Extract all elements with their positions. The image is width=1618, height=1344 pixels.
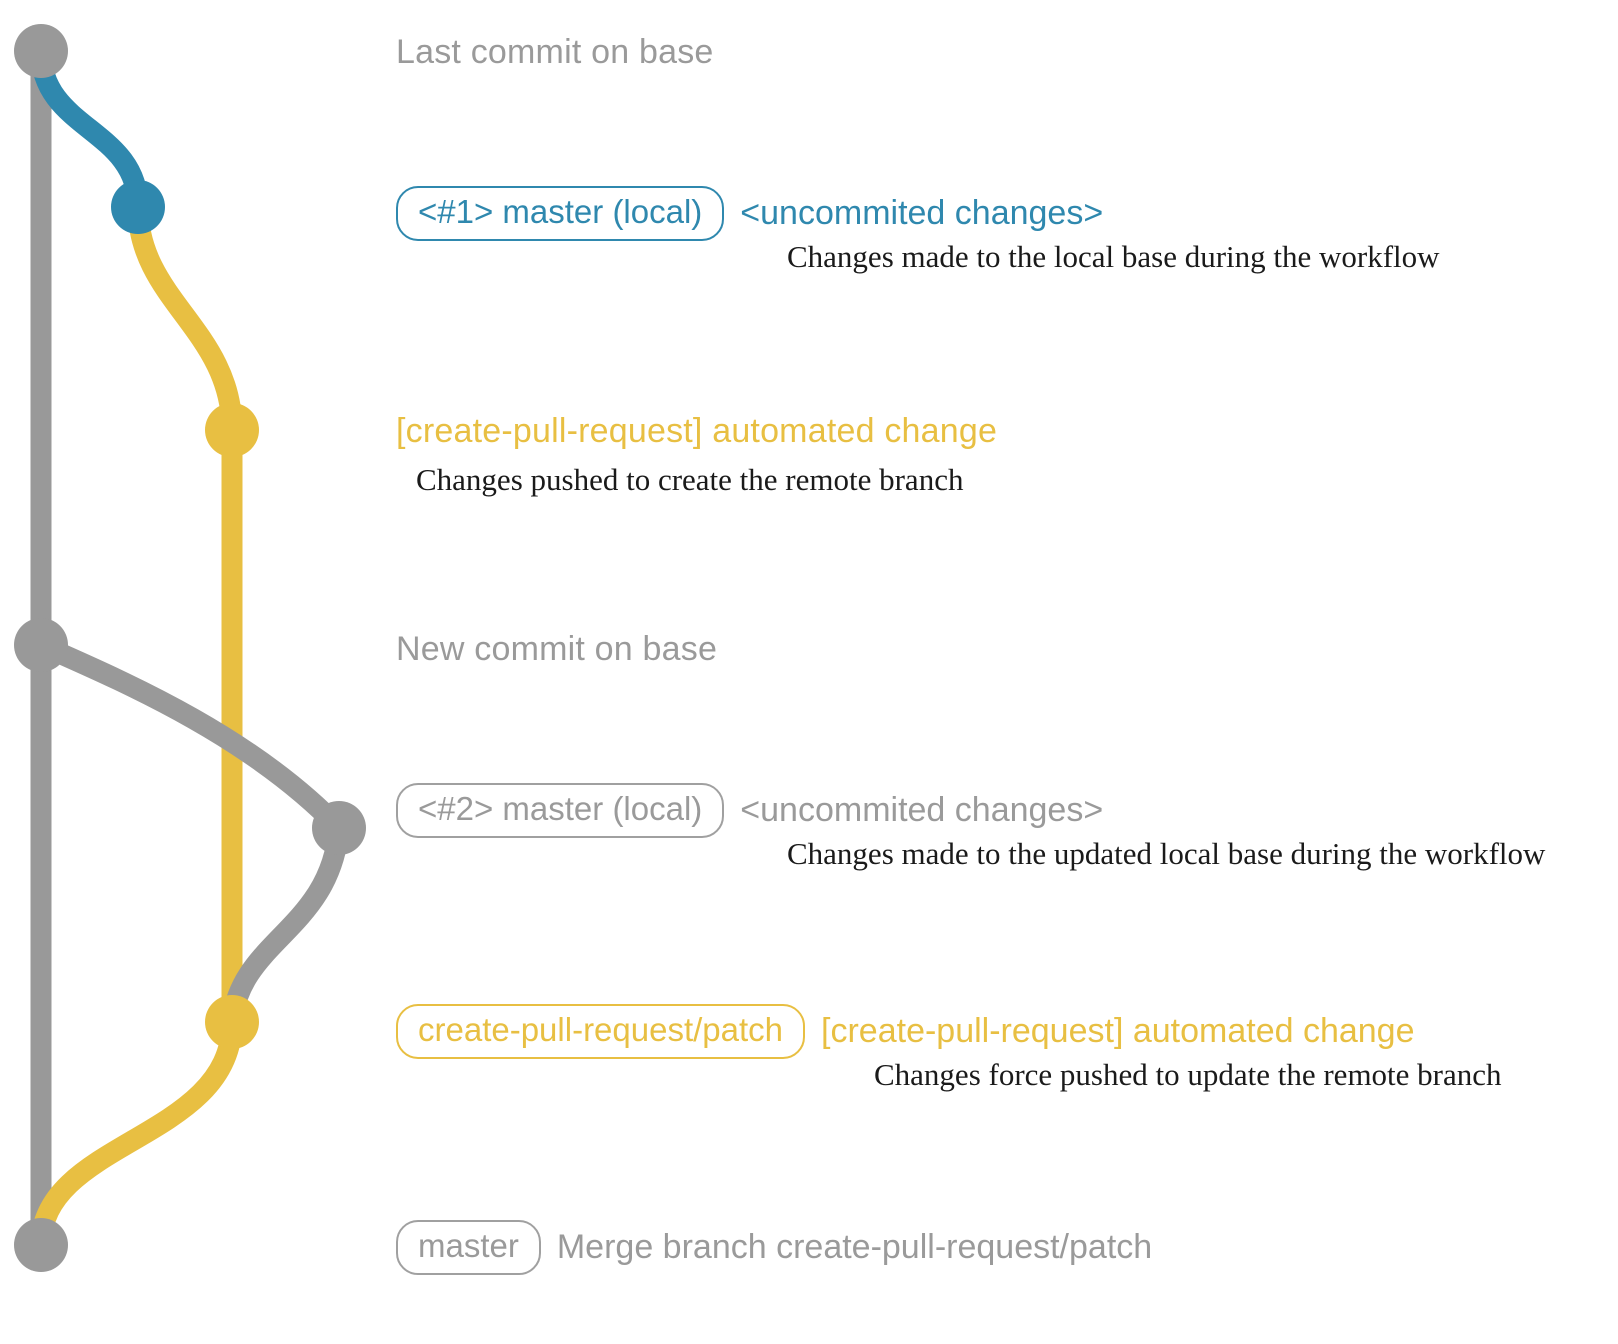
description-local-1: Changes made to the local base during th… xyxy=(787,239,1440,274)
commit-message-base-new: New commit on base xyxy=(396,630,718,668)
commit-message-local-2: <uncommited changes> xyxy=(740,790,1104,829)
commit-node-base-new[interactable] xyxy=(14,618,68,672)
branch-badge-local-1[interactable]: <#1> master (local) xyxy=(396,186,725,241)
commit-node-remote-2[interactable] xyxy=(205,995,259,1049)
row-merge: master Merge branch create-pull-request/… xyxy=(396,1220,1152,1275)
row-last-commit: Last commit on base xyxy=(396,33,714,72)
local-branch-2-line xyxy=(30,634,350,839)
description-remote-2: Changes force pushed to update the remot… xyxy=(874,1057,1502,1092)
commit-node-local-2[interactable] xyxy=(312,801,366,855)
commit-message-merge: Merge branch create-pull-request/patch xyxy=(556,1227,1153,1266)
commit-message-local-1: <uncommited changes> xyxy=(740,193,1104,232)
commit-node-base-last[interactable] xyxy=(14,24,68,78)
row-local-1: <#1> master (local) <uncommited changes> xyxy=(396,186,1103,241)
commit-node-local-1[interactable] xyxy=(111,180,165,234)
commit-node-merge[interactable] xyxy=(14,1218,68,1272)
branch-badge-local-2[interactable]: <#2> master (local) xyxy=(396,783,725,838)
row-new-commit: New commit on base xyxy=(396,630,717,669)
row-remote-1: [create-pull-request] automated change xyxy=(396,412,997,451)
commit-message-remote-1: [create-pull-request] automated change xyxy=(396,412,998,450)
description-local-2: Changes made to the updated local base d… xyxy=(787,836,1546,871)
row-local-2: <#2> master (local) <uncommited changes> xyxy=(396,783,1103,838)
local-branch-2-return-line xyxy=(221,817,350,1033)
branch-badge-remote-2[interactable]: create-pull-request/patch xyxy=(396,1004,806,1059)
description-remote-1: Changes pushed to create the remote bran… xyxy=(416,462,964,497)
merge-line xyxy=(30,1011,243,1256)
row-remote-2: create-pull-request/patch [create-pull-r… xyxy=(396,1004,1415,1059)
branch-badge-master[interactable]: master xyxy=(396,1220,541,1275)
remote-branch-line xyxy=(127,196,243,1033)
commit-message-remote-2: [create-pull-request] automated change xyxy=(821,1011,1415,1050)
commit-node-remote-1[interactable] xyxy=(205,403,259,457)
commit-message-base-last: Last commit on base xyxy=(396,33,714,71)
local-branch-1-line xyxy=(30,40,149,218)
